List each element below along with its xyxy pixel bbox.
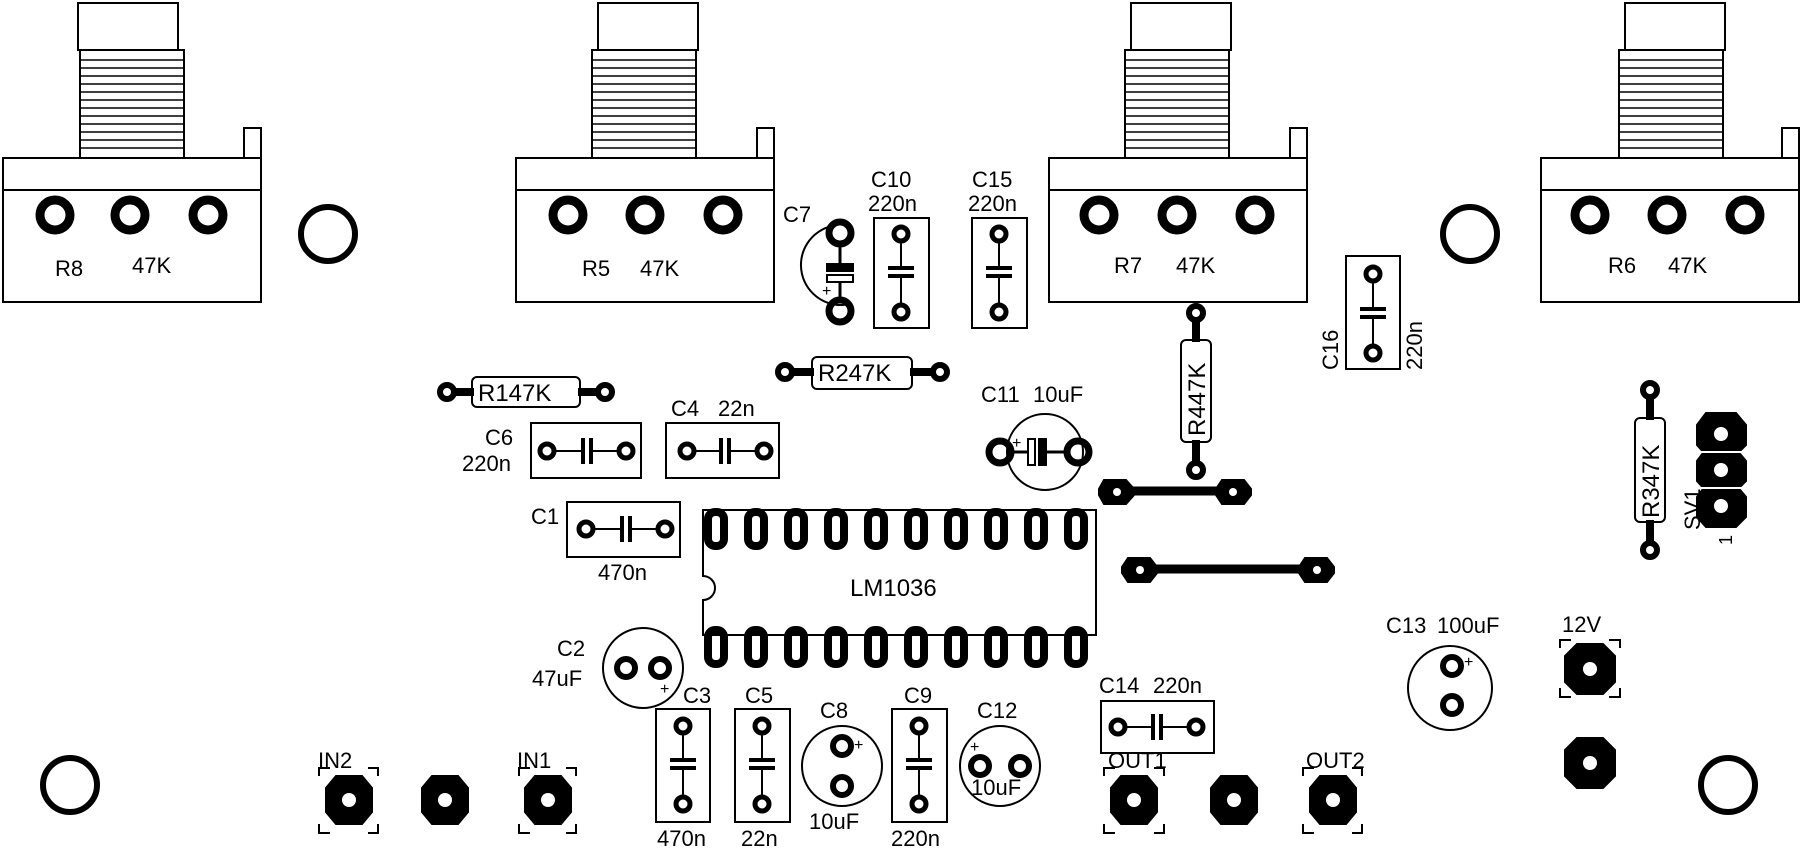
r5-ref-label: R5	[582, 256, 610, 281]
c11-plus-mark: +	[1012, 435, 1021, 452]
mounting-hole	[298, 204, 358, 264]
potentiometer-r5: R5 47K	[515, 2, 775, 303]
c6-value-label: 220n	[462, 451, 511, 476]
out2-label: OUT2	[1306, 748, 1365, 773]
c16-value-label: 220n	[1402, 321, 1427, 370]
out1-label: OUT1	[1108, 748, 1167, 773]
r4-label: R447K	[1184, 363, 1211, 436]
electrolytic-c11: + C11 10uF	[981, 382, 1093, 491]
connector-in1: IN1	[517, 748, 577, 834]
mounting-hole	[1440, 204, 1500, 264]
capacitor-c4: C4 22n	[665, 396, 780, 479]
c4-value-label: 22n	[718, 396, 755, 421]
c13-value-label: 100uF	[1437, 613, 1499, 638]
r6-value-label: 47K	[1668, 253, 1707, 278]
electrolytic-c7: + C7	[783, 202, 855, 326]
jumper-wire	[1098, 479, 1252, 505]
c5-value-label: 22n	[741, 826, 778, 851]
connector-in2: IN2	[318, 748, 379, 834]
resistor-r3: R347K	[1634, 380, 1666, 560]
c9-ref-label: C9	[904, 683, 932, 708]
jumper-wire	[1121, 557, 1335, 583]
c8-value-label: 10uF	[809, 809, 859, 834]
capacitor-c16: C16 220n	[1318, 255, 1427, 370]
c12-value-label: 10uF	[971, 775, 1021, 800]
c1-ref-label: C1	[531, 504, 559, 529]
c8-ref-label: C8	[820, 698, 848, 723]
capacitor-c3: C3 470n	[655, 683, 711, 851]
ic-label: LM1036	[850, 575, 937, 602]
capacitor-c10: C10 220n	[868, 167, 930, 329]
capacitor-c9: C9 220n	[891, 683, 948, 851]
r1-label: R147K	[478, 380, 551, 407]
potentiometer-r8: R8 47K	[2, 2, 262, 303]
r7-ref-label: R7	[1114, 253, 1142, 278]
c3-value-label: 470n	[657, 826, 706, 851]
c16-ref-label: C16	[1318, 330, 1343, 370]
c5-ref-label: C5	[745, 683, 773, 708]
connector-out2: OUT2	[1302, 748, 1365, 834]
c15-ref-label: C15	[972, 167, 1012, 192]
12v-label: 12V	[1562, 612, 1601, 637]
c8-plus-mark: +	[854, 737, 863, 754]
sv1-ref-label: SV1	[1680, 488, 1705, 530]
c9-value-label: 220n	[891, 826, 940, 851]
electrolytic-c8: + C8 10uF	[801, 698, 883, 834]
c6-ref-label: C6	[485, 425, 513, 450]
r7-value-label: 47K	[1176, 253, 1215, 278]
in1-label: IN1	[517, 748, 551, 773]
c13-ref-label: C13	[1386, 613, 1426, 638]
sv1-pin1-label: 1	[1716, 535, 1736, 545]
c12-plus-mark: +	[970, 739, 979, 756]
in2-label: IN2	[318, 748, 352, 773]
electrolytic-c13: + C13 100uF	[1386, 613, 1499, 731]
r8-ref-label: R8	[55, 256, 83, 281]
c2-plus-mark: +	[660, 681, 669, 698]
c4-ref-label: C4	[671, 396, 699, 421]
ic-lm1036: LM1036	[702, 508, 1097, 668]
r3-label: R347K	[1638, 445, 1665, 518]
capacitor-c5: C5 22n	[734, 683, 791, 851]
potentiometer-r7: R7 47K	[1048, 2, 1308, 303]
potentiometer-r6: R6 47K	[1540, 2, 1800, 303]
c2-value-label: 47uF	[532, 666, 582, 691]
c10-value-label: 220n	[868, 191, 917, 216]
c13-plus-mark: +	[1464, 654, 1473, 671]
c14-ref-label: C14	[1099, 673, 1139, 698]
capacitor-c15: C15 220n	[968, 167, 1028, 329]
c2-ref-label: C2	[557, 636, 585, 661]
capacitor-c6: C6 220n	[462, 422, 642, 479]
resistor-r2: R247K	[775, 356, 950, 390]
c11-value-label: 10uF	[1033, 382, 1083, 407]
c7-ref-label: C7	[783, 202, 811, 227]
resistor-r4: R447K	[1180, 303, 1212, 480]
capacitor-c14: C14 220n	[1099, 673, 1215, 754]
r8-value-label: 47K	[132, 253, 171, 278]
c3-ref-label: C3	[683, 683, 711, 708]
mounting-hole	[40, 755, 100, 815]
c7-plus-mark: +	[822, 283, 831, 300]
connector-12v: 12V	[1559, 612, 1621, 698]
r2-label: R247K	[818, 360, 891, 387]
c14-value-label: 220n	[1153, 673, 1202, 698]
connector-out1: OUT1	[1103, 748, 1167, 834]
header-sv1: SV1 1	[1680, 412, 1747, 545]
c10-ref-label: C10	[871, 167, 911, 192]
electrolytic-c2: + C2 47uF	[532, 627, 684, 709]
c12-ref-label: C12	[977, 698, 1017, 723]
c11-ref-label: C11	[981, 382, 1020, 407]
c1-value-label: 470n	[598, 560, 647, 585]
electrolytic-c12: + C12 10uF	[959, 698, 1041, 807]
capacitor-c1: C1 470n	[531, 501, 681, 585]
c15-value-label: 220n	[968, 191, 1017, 216]
resistor-r1: R147K	[437, 376, 615, 408]
mounting-hole	[1698, 755, 1758, 815]
r6-ref-label: R6	[1608, 253, 1636, 278]
r5-value-label: 47K	[640, 256, 679, 281]
